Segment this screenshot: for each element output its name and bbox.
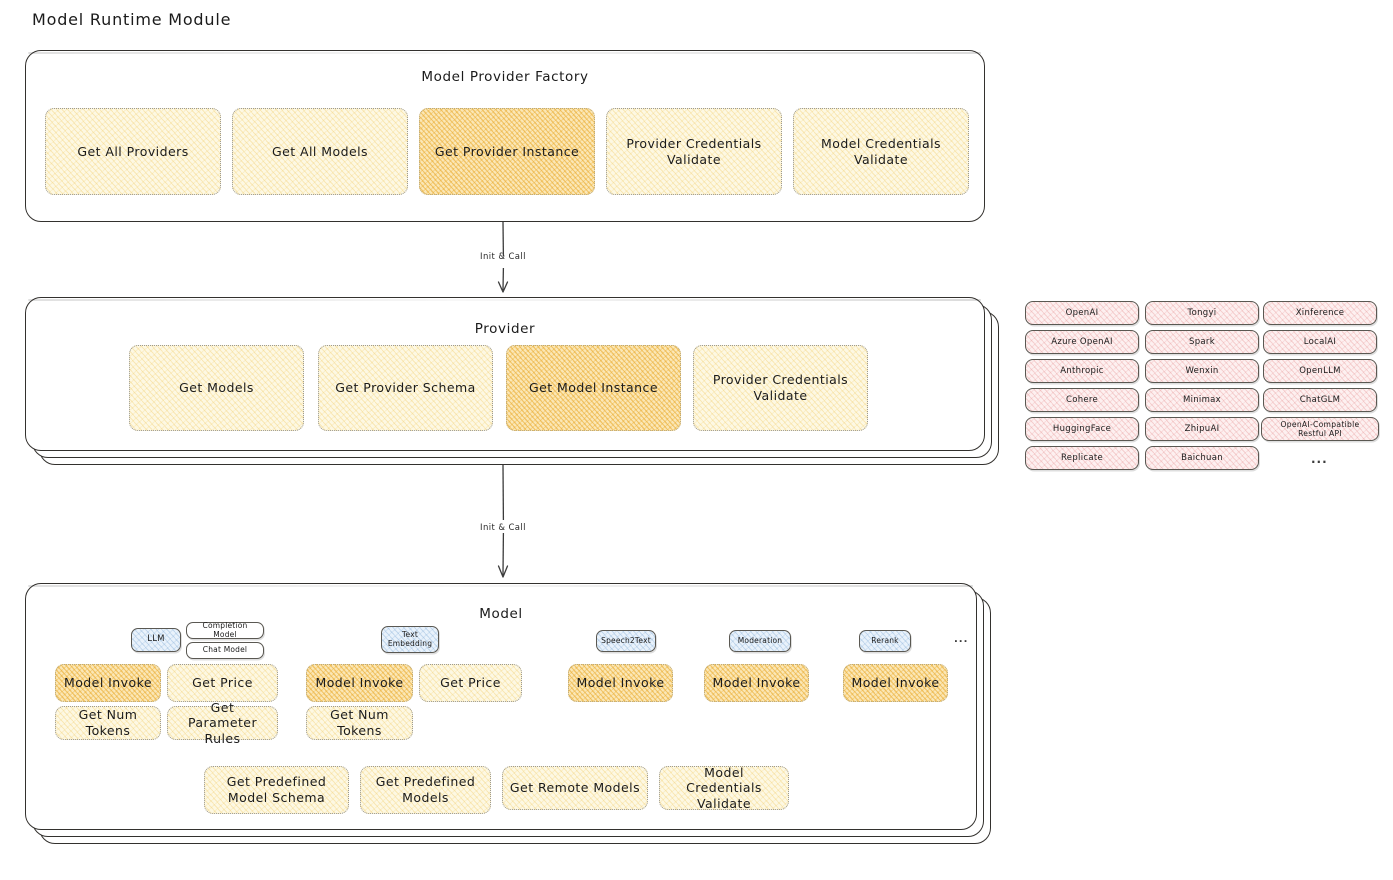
llm-method-get-price[interactable]: Get Price (167, 664, 278, 702)
moderation-method-model-invoke[interactable]: Model Invoke (704, 664, 809, 702)
llm-method-get-parameter-rules[interactable]: Get Parameter Rules (167, 700, 278, 746)
provider-box-provider-credentials-validate[interactable]: Provider Credentials Validate (693, 345, 868, 431)
model-card: Model LLM Completion Model Chat Model Mo… (25, 583, 977, 830)
model-types-ellipsis: ... (954, 634, 969, 645)
factory-box-get-provider-instance[interactable]: Get Provider Instance (419, 108, 595, 195)
provider-title: Provider (474, 321, 536, 337)
provider-pill-openllm[interactable]: OpenLLM (1263, 359, 1377, 383)
model-common-get-predefined-model-schema[interactable]: Get Predefined Model Schema (204, 766, 349, 814)
provider-pill-openai-compatible-restful-api[interactable]: OpenAI-Compatible Restful API (1261, 417, 1379, 441)
arrow-label-init-call-2: Init & Call (480, 523, 526, 533)
provider-pill-anthropic[interactable]: Anthropic (1025, 359, 1139, 383)
arrow-provider-to-model (497, 465, 509, 578)
factory-box-get-all-providers[interactable]: Get All Providers (45, 108, 221, 195)
llm-method-get-num-tokens[interactable]: Get Num Tokens (55, 706, 161, 740)
provider-pill-openai[interactable]: OpenAI (1025, 301, 1139, 325)
model-provider-factory-title: Model Provider Factory (421, 69, 589, 85)
model-common-model-credentials-validate[interactable]: Model Credentials Validate (659, 765, 789, 811)
model-provider-factory-card: Model Provider Factory Get All Providers… (25, 50, 985, 222)
model-type-chip-speech2text[interactable]: Speech2Text (596, 630, 656, 652)
provider-pill-baichuan[interactable]: Baichuan (1145, 446, 1259, 470)
provider-pill-xinference[interactable]: Xinference (1263, 301, 1377, 325)
arrow-factory-to-provider (497, 222, 509, 293)
provider-pill-tongyi[interactable]: Tongyi (1145, 301, 1259, 325)
model-common-get-remote-models[interactable]: Get Remote Models (502, 766, 648, 810)
factory-box-model-credentials-validate[interactable]: Model Credentials Validate (793, 108, 969, 195)
model-title: Model (479, 606, 523, 622)
provider-pill-spark[interactable]: Spark (1145, 330, 1259, 354)
model-subtype-chip-chat-model[interactable]: Chat Model (186, 642, 264, 659)
text-embedding-method-get-num-tokens[interactable]: Get Num Tokens (306, 706, 413, 740)
provider-list-ellipsis: ... (1311, 452, 1328, 466)
model-type-chip-text-embedding[interactable]: Text Embedding (381, 626, 439, 653)
model-common-get-predefined-models[interactable]: Get Predefined Models (360, 766, 491, 814)
arrow-label-init-call-1: Init & Call (480, 252, 526, 262)
provider-pill-localai[interactable]: LocalAI (1263, 330, 1377, 354)
provider-pill-cohere[interactable]: Cohere (1025, 388, 1139, 412)
provider-box-get-provider-schema[interactable]: Get Provider Schema (318, 345, 493, 431)
provider-box-get-models[interactable]: Get Models (129, 345, 304, 431)
provider-pill-replicate[interactable]: Replicate (1025, 446, 1139, 470)
text-embedding-method-model-invoke[interactable]: Model Invoke (306, 664, 413, 702)
page-title: Model Runtime Module (32, 10, 232, 29)
model-type-chip-llm[interactable]: LLM (131, 628, 181, 652)
factory-box-get-all-models[interactable]: Get All Models (232, 108, 408, 195)
provider-pill-chatglm[interactable]: ChatGLM (1263, 388, 1377, 412)
provider-pill-huggingface[interactable]: HuggingFace (1025, 417, 1139, 441)
model-type-chip-moderation[interactable]: Moderation (729, 630, 791, 652)
provider-pill-minimax[interactable]: Minimax (1145, 388, 1259, 412)
provider-pill-zhipuai[interactable]: ZhipuAI (1145, 417, 1259, 441)
provider-pill-azure-openai[interactable]: Azure OpenAI (1025, 330, 1139, 354)
rerank-method-model-invoke[interactable]: Model Invoke (843, 664, 948, 702)
factory-box-provider-credentials-validate[interactable]: Provider Credentials Validate (606, 108, 782, 195)
provider-pill-wenxin[interactable]: Wenxin (1145, 359, 1259, 383)
text-embedding-method-get-price[interactable]: Get Price (419, 664, 522, 702)
llm-method-model-invoke[interactable]: Model Invoke (55, 664, 161, 702)
speech2text-method-model-invoke[interactable]: Model Invoke (568, 664, 673, 702)
model-subtype-chip-completion-model[interactable]: Completion Model (186, 621, 264, 639)
model-type-chip-rerank[interactable]: Rerank (859, 630, 911, 652)
provider-card: Provider Get Models Get Provider Schema … (25, 297, 985, 451)
provider-box-get-model-instance[interactable]: Get Model Instance (506, 345, 681, 431)
